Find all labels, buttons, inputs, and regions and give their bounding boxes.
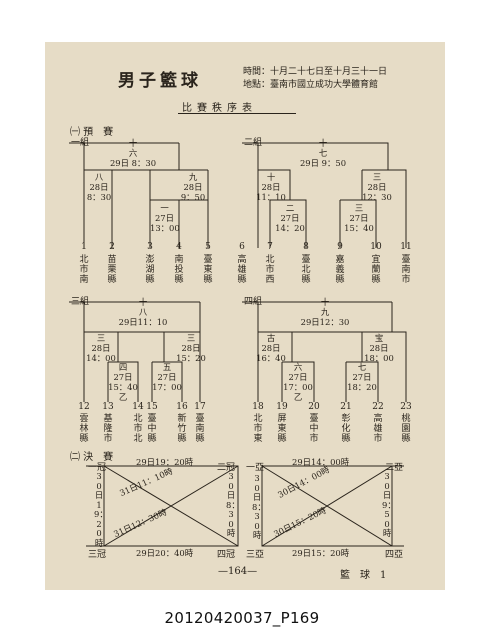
- team-number: 3: [147, 242, 153, 252]
- preliminary-label: ㈠ 預 賽: [70, 127, 114, 138]
- group-4-label: 四組: [244, 297, 263, 307]
- team-number: 1: [81, 242, 87, 252]
- team-number: 15: [146, 402, 158, 412]
- finals-box1-bottom-time: 29日20：40時: [136, 548, 194, 558]
- finals-box2-bottom-time: 29日15：20時: [292, 548, 350, 558]
- team-name: 臺中市: [309, 414, 319, 444]
- team-number: 8: [303, 242, 309, 252]
- finals-label: ㈡ 決 賽: [70, 452, 114, 463]
- schedule-time: 時間：十月二十七日至十月三十一日: [243, 67, 388, 77]
- team-number: 20: [308, 402, 320, 412]
- team-number: 6: [239, 242, 245, 252]
- team-number: 21: [340, 402, 352, 412]
- team-number: 5: [205, 242, 211, 252]
- team-name: 雲林縣: [79, 414, 89, 444]
- finals-box2-left-time: 30日8：30時: [252, 473, 266, 540]
- team-number: 7: [267, 242, 273, 252]
- team-name: 高雄縣: [237, 255, 247, 285]
- team-name: 桃園縣: [401, 414, 411, 444]
- team-number: 16: [176, 402, 188, 412]
- team-number: 18: [252, 402, 264, 412]
- team-number: 19: [276, 402, 288, 412]
- finals-corner-box2-bottom-left: 三亞: [246, 550, 265, 560]
- finals-box1-left-time: 30日19：20時: [94, 471, 108, 548]
- page-title: 男子籃球: [118, 71, 202, 91]
- team-name: 北市東: [253, 414, 263, 444]
- team-name: 臺中縣: [147, 414, 157, 444]
- team-name: 基隆市: [103, 414, 113, 444]
- team-number: 14: [132, 402, 144, 412]
- team-name: 宜蘭縣: [371, 255, 381, 285]
- team-name: 北市西: [265, 255, 275, 285]
- team-name: 臺南縣: [195, 414, 205, 444]
- group-2-label: 二組: [244, 138, 263, 148]
- document-page: [45, 42, 445, 590]
- team-name: 臺東縣: [203, 255, 213, 285]
- finals-corner-box2-top-right: 二亞: [385, 463, 404, 473]
- team-name: 苗栗縣: [107, 255, 117, 285]
- finals-corner-bottom-right: 四冠: [217, 550, 236, 560]
- team-number: 23: [400, 402, 412, 412]
- team-number: 22: [372, 402, 384, 412]
- finals-box1-top-time: 29日19：20時: [136, 457, 194, 467]
- team-number: 4: [176, 242, 182, 252]
- team-number: 10: [370, 242, 382, 252]
- team-number: 13: [102, 402, 114, 412]
- team-name: 高雄市: [373, 414, 383, 444]
- finals-box2-top-time: 29日14：00時: [292, 457, 350, 467]
- finals-corner-box2-bottom-right: 四亞: [385, 550, 404, 560]
- team-name: 南投縣: [174, 255, 184, 285]
- section-label: 籃 球 1: [340, 570, 387, 581]
- group-1-label: 一組: [71, 138, 90, 148]
- team-name: 新竹縣: [177, 414, 187, 444]
- subtitle-underline: [178, 113, 296, 114]
- schedule-subtitle: 比賽秩序表: [182, 103, 257, 114]
- finals-box2-right-time: 30日9：50時: [382, 471, 396, 538]
- finals-corner-box2-top-left: 一亞: [246, 463, 265, 473]
- image-caption: 20120420037_P169: [164, 609, 320, 627]
- page-number: —164—: [218, 566, 258, 577]
- team-name: 屏東縣: [277, 414, 287, 444]
- team-name: 澎湖縣: [145, 255, 155, 285]
- team-number: 9: [337, 242, 343, 252]
- team-number: 2: [109, 242, 115, 252]
- team-name: 北市南: [79, 255, 89, 285]
- finals-corner-top-right: 二冠: [217, 463, 236, 473]
- team-number: 11: [400, 242, 412, 252]
- finals-box1-right-time: 30日8：30時: [226, 471, 240, 538]
- team-name: 北市北: [133, 414, 143, 444]
- team-name: 臺北縣: [301, 255, 311, 285]
- team-name: 嘉義縣: [335, 255, 345, 285]
- team-name: 臺南市: [401, 255, 411, 285]
- group-3-label: 三組: [71, 297, 90, 307]
- team-number: 17: [194, 402, 206, 412]
- team-number: 12: [78, 402, 90, 412]
- team-name: 彰化縣: [341, 414, 351, 444]
- finals-corner-top-left: 一冠: [88, 463, 107, 473]
- finals-corner-bottom-left: 三冠: [88, 550, 107, 560]
- schedule-venue: 地點：臺南市國立成功大學體育館: [243, 80, 379, 90]
